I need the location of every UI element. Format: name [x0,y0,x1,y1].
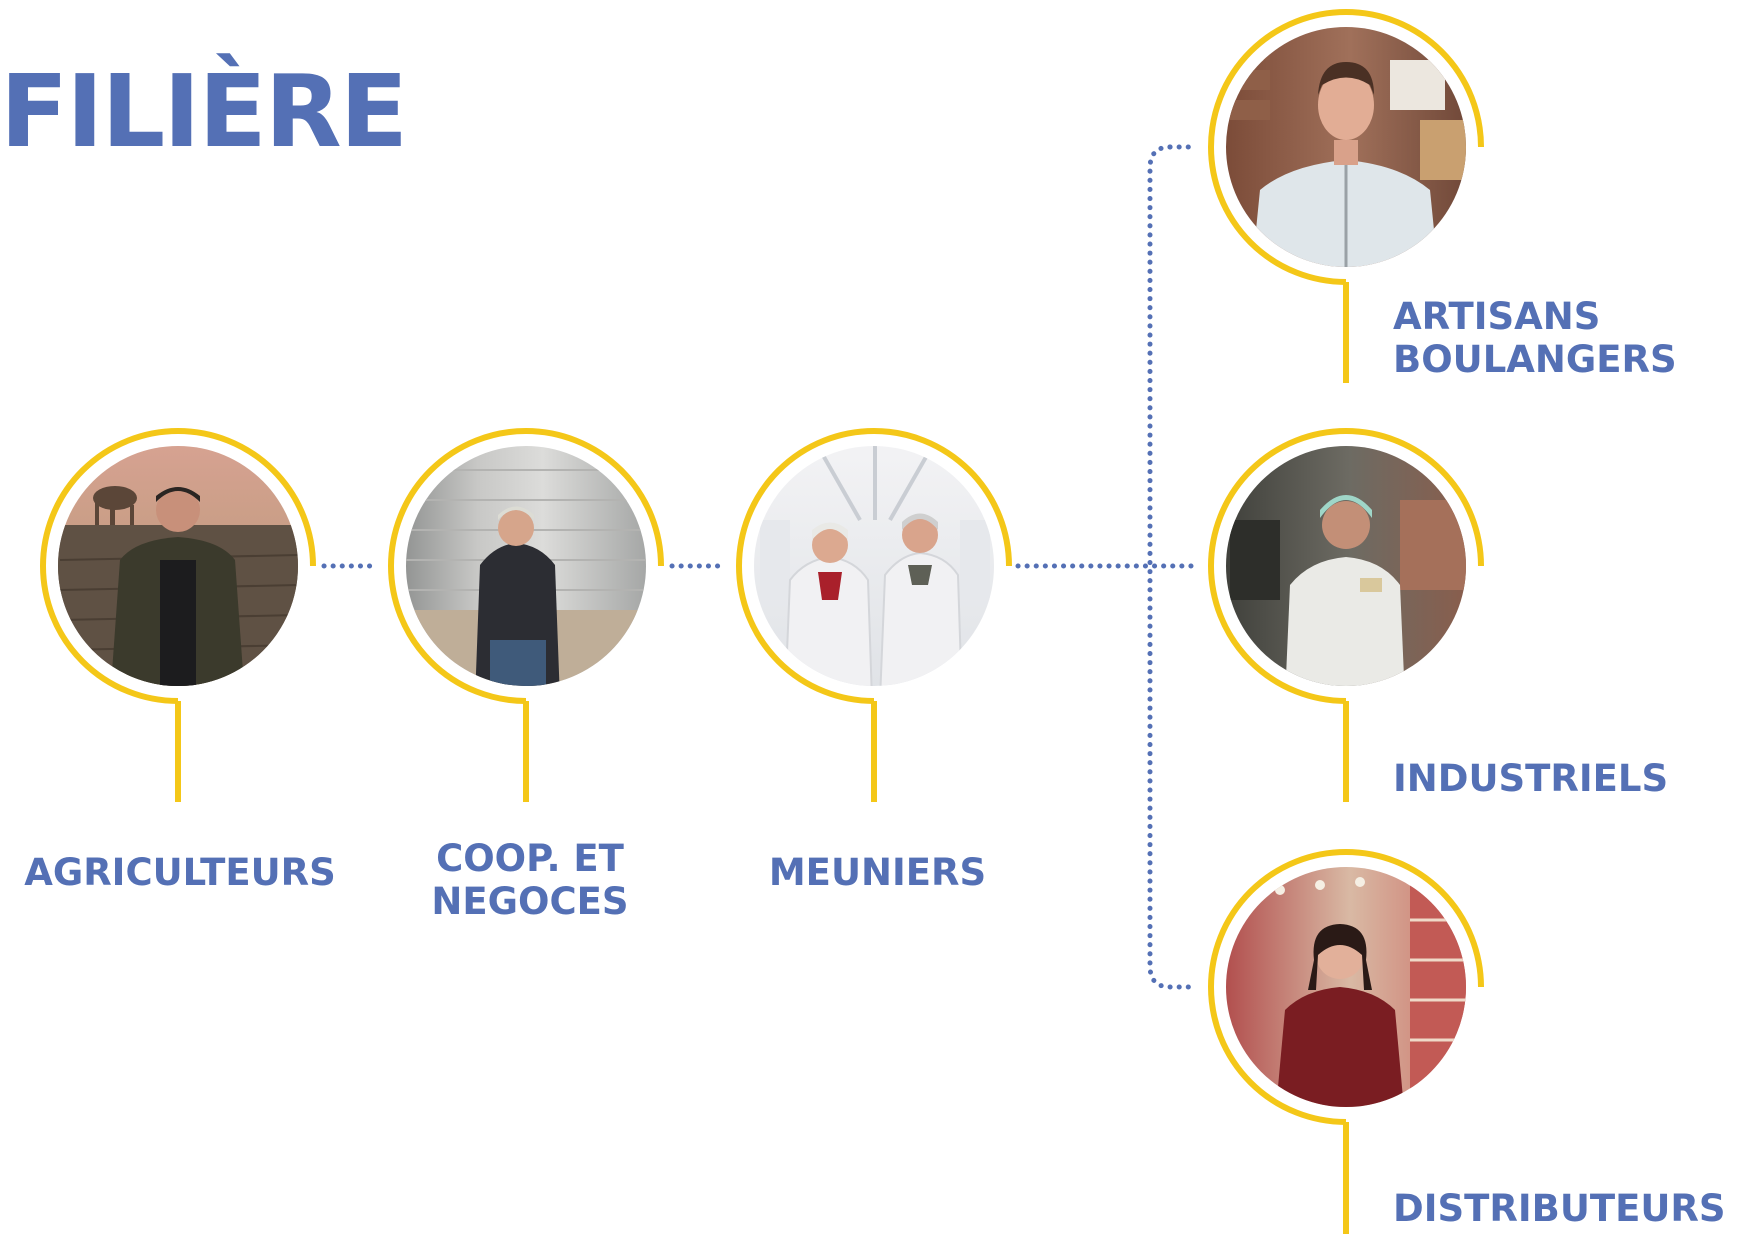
node-industriels [1208,428,1484,802]
ring-meuniers [736,428,1012,704]
label-meuniers: MEUNIERS [740,851,1015,894]
label-coop-line-1: COOP. ET [436,837,624,880]
dotted-connectors [321,144,1198,990]
two-millers-in-white-coats-icon [754,446,994,686]
label-industriels: INDUSTRIELS [1393,757,1668,800]
label-coop-line-2: NEGOCES [431,880,629,923]
page-title: FILIÈRE [0,53,408,170]
label-artisans-line-2: BOULANGERS [1393,338,1677,381]
ring-artisans [1208,9,1484,285]
label-distributeurs: DISTRIBUTEURS [1393,1187,1726,1230]
branch-trunk [1147,144,1198,990]
ring-coop [388,428,664,704]
label-agriculteurs: AGRICULTEURS [10,851,350,894]
ring-industriels [1208,428,1484,704]
label-agriculteurs-line-1: AGRICULTEURS [24,851,336,894]
label-artisans-line-1: ARTISANS [1393,295,1601,338]
node-agriculteurs [40,428,316,802]
label-artisans-boulangers: ARTISANS BOULANGERS [1393,295,1677,381]
factory-worker-with-hairnet-icon [1226,446,1466,686]
label-coop-negoces: COOP. ET NEGOCES [400,837,660,923]
label-distributeurs-line-1: DISTRIBUTEURS [1393,1187,1726,1230]
ring-distributeurs [1208,849,1484,1125]
node-meuniers [736,428,1012,802]
woman-by-grain-silos-icon [406,446,646,686]
woman-in-supermarket-icon [1226,867,1466,1107]
label-meuniers-line-1: MEUNIERS [768,851,987,894]
ring-agriculteurs [40,428,316,704]
node-coop [388,428,664,802]
label-industriels-line-1: INDUSTRIELS [1393,757,1669,800]
node-distributeurs [1208,849,1484,1234]
